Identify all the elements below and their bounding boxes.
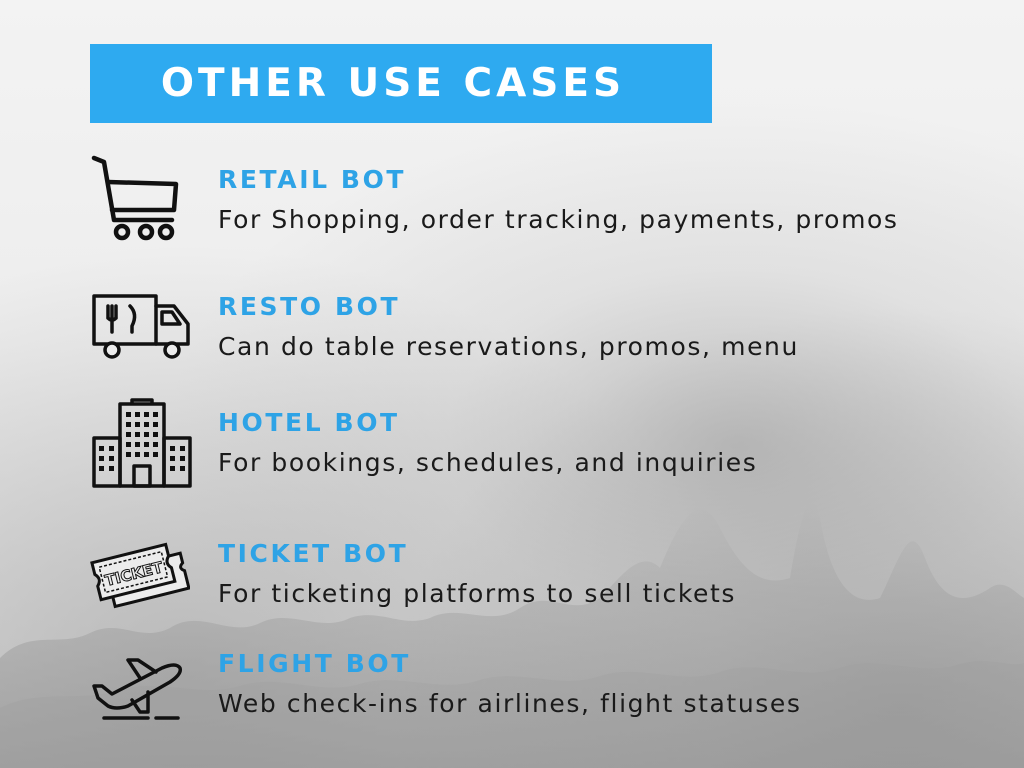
page-title: OTHER USE CASES xyxy=(160,61,626,106)
use-case-description: For Shopping, order tracking, payments, … xyxy=(218,205,899,234)
ticket-icon: TICKET xyxy=(86,534,190,614)
title-banner: OTHER USE CASES xyxy=(90,44,712,123)
use-case-retail: RETAIL BOT For Shopping, order tracking,… xyxy=(84,152,1004,252)
use-case-ticket: TICKET TICKET BOT For ticketing platform… xyxy=(84,528,1004,618)
use-case-flight: FLIGHT BOT Web check-ins for airlines, f… xyxy=(84,640,1004,730)
use-case-description: Can do table reservations, promos, menu xyxy=(218,332,799,361)
use-case-heading: RETAIL BOT xyxy=(218,165,407,194)
use-case-heading: RESTO BOT xyxy=(218,292,401,321)
use-case-description: For ticketing platforms to sell tickets xyxy=(218,579,737,608)
use-case-description: Web check-ins for airlines, flight statu… xyxy=(218,689,802,718)
use-case-heading: FLIGHT BOT xyxy=(218,649,411,678)
use-case-heading: TICKET BOT xyxy=(218,539,409,568)
use-case-heading: HOTEL BOT xyxy=(218,408,400,437)
use-case-description: For bookings, schedules, and inquiries xyxy=(218,448,758,477)
hotel-building-icon xyxy=(90,398,194,490)
use-case-hotel: HOTEL BOT For bookings, schedules, and i… xyxy=(84,396,1004,492)
food-truck-icon xyxy=(90,292,194,360)
airplane-takeoff-icon xyxy=(92,652,190,724)
crowd-silhouette xyxy=(0,501,1024,768)
use-case-resto: RESTO BOT Can do table reservations, pro… xyxy=(84,290,1004,370)
shopping-cart-icon xyxy=(88,152,184,244)
